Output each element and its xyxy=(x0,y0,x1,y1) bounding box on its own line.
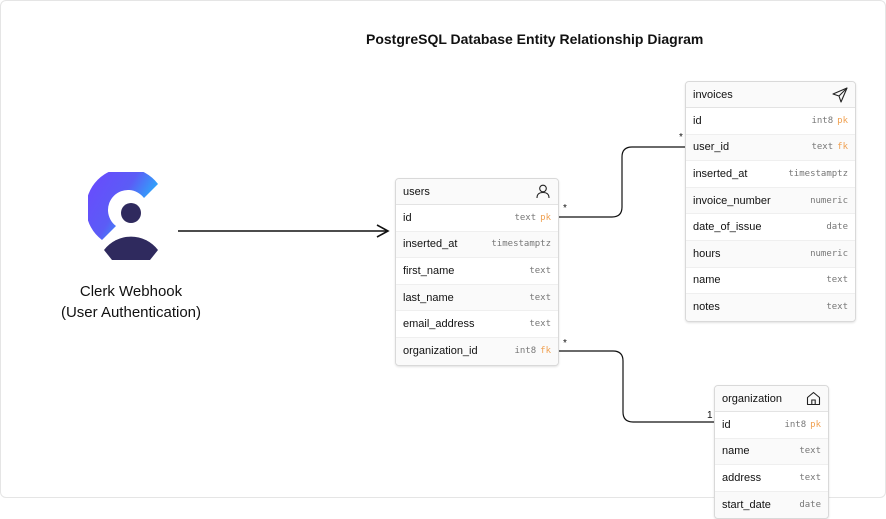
column-name: id xyxy=(693,114,702,127)
column-type: int8 xyxy=(811,115,834,126)
column-type-group: timestamptz xyxy=(788,169,848,179)
column-row[interactable]: address text xyxy=(715,465,828,492)
column-type-group: date xyxy=(799,500,821,510)
column-name: start_date xyxy=(722,499,771,512)
clerk-label-line1: Clerk Webhook xyxy=(79,283,183,300)
column-type-group: timestamptz xyxy=(491,239,551,249)
column-type-group: date xyxy=(826,222,848,232)
column-name: first_name xyxy=(403,264,455,277)
column-name: email_address xyxy=(403,318,475,331)
column-type: numeric xyxy=(810,195,848,206)
foreign-key-badge: fk xyxy=(540,346,551,357)
column-type: text xyxy=(799,446,821,457)
column-type: timestamptz xyxy=(788,168,848,179)
column-type: text xyxy=(529,319,551,330)
column-row[interactable]: start_date date xyxy=(715,491,828,519)
user-icon xyxy=(535,184,551,200)
column-type-group: text xyxy=(799,473,821,483)
column-type: date xyxy=(826,222,848,233)
foreign-key-badge: fk xyxy=(837,142,848,153)
column-name: inserted_at xyxy=(693,167,748,180)
send-icon xyxy=(832,86,848,103)
column-row[interactable]: inserted_at timestamptz xyxy=(686,161,855,188)
column-type: text xyxy=(826,275,848,286)
column-row[interactable]: date_of_issue date xyxy=(686,214,855,241)
column-row[interactable]: last_name text xyxy=(396,284,558,312)
cardinality-users-invoices-to: * xyxy=(679,132,683,143)
column-type: timestamptz xyxy=(491,239,551,250)
column-row[interactable]: hours numeric xyxy=(686,240,855,268)
column-row[interactable]: invoice_number numeric xyxy=(686,187,855,215)
entity-title: organization xyxy=(722,392,782,405)
column-type: text xyxy=(514,212,537,223)
column-name: date_of_issue xyxy=(693,221,762,234)
column-name: user_id xyxy=(693,141,730,154)
cardinality-users-organization-to: 1 xyxy=(707,410,713,421)
clerk-label-line2: (User Authentication) xyxy=(60,304,202,321)
column-type-group: text xyxy=(826,275,848,285)
column-name: inserted_at xyxy=(403,238,458,251)
column-type: text xyxy=(811,142,834,153)
column-type: text xyxy=(799,472,821,483)
clerk-webhook-label: Clerk Webhook (User Authentication) xyxy=(40,281,222,323)
entity-header[interactable]: users xyxy=(396,179,558,205)
diagram-title: PostgreSQL Database Entity Relationship … xyxy=(366,31,704,47)
column-type-group: numeric xyxy=(810,249,848,259)
entity-header[interactable]: organization xyxy=(715,386,828,412)
primary-key-badge: pk xyxy=(540,212,551,223)
column-type-group: numeric xyxy=(810,196,848,206)
column-row[interactable]: name text xyxy=(686,268,855,295)
column-type-group: text xyxy=(529,293,551,303)
column-type: text xyxy=(826,302,848,313)
column-name: organization_id xyxy=(403,345,478,358)
column-type: int8 xyxy=(784,419,807,430)
column-row[interactable]: notes text xyxy=(686,294,855,321)
column-type: text xyxy=(529,292,551,303)
column-name: name xyxy=(693,274,721,287)
cardinality-users-invoices-from: * xyxy=(563,203,567,214)
clerk-logo-icon xyxy=(88,172,158,260)
column-type: date xyxy=(799,500,821,511)
column-row[interactable]: name text xyxy=(715,438,828,466)
column-type-group: text xyxy=(826,302,848,312)
column-name: id xyxy=(403,211,412,224)
column-name: invoice_number xyxy=(693,194,771,207)
column-row[interactable]: email_address text xyxy=(396,311,558,338)
entity-header[interactable]: invoices xyxy=(686,82,855,108)
home-icon xyxy=(805,391,821,407)
column-name: address xyxy=(722,471,762,484)
cardinality-users-organization-from: * xyxy=(563,338,567,349)
column-name: name xyxy=(722,445,750,458)
entity-title: invoices xyxy=(693,88,733,101)
column-name: hours xyxy=(693,247,721,260)
column-type: text xyxy=(529,265,551,276)
column-type: int8 xyxy=(514,346,537,357)
column-type-group: text xyxy=(529,266,551,276)
column-name: notes xyxy=(693,301,720,314)
column-type-group: text xyxy=(529,319,551,329)
column-type: numeric xyxy=(810,248,848,259)
column-row[interactable]: first_name text xyxy=(396,258,558,285)
column-type-group: text xyxy=(799,446,821,456)
column-name: last_name xyxy=(403,291,454,304)
entity-title: users xyxy=(403,185,430,198)
primary-key-badge: pk xyxy=(837,115,848,126)
column-row[interactable]: inserted_at timestamptz xyxy=(396,231,558,259)
primary-key-badge: pk xyxy=(810,419,821,430)
column-name: id xyxy=(722,418,731,431)
